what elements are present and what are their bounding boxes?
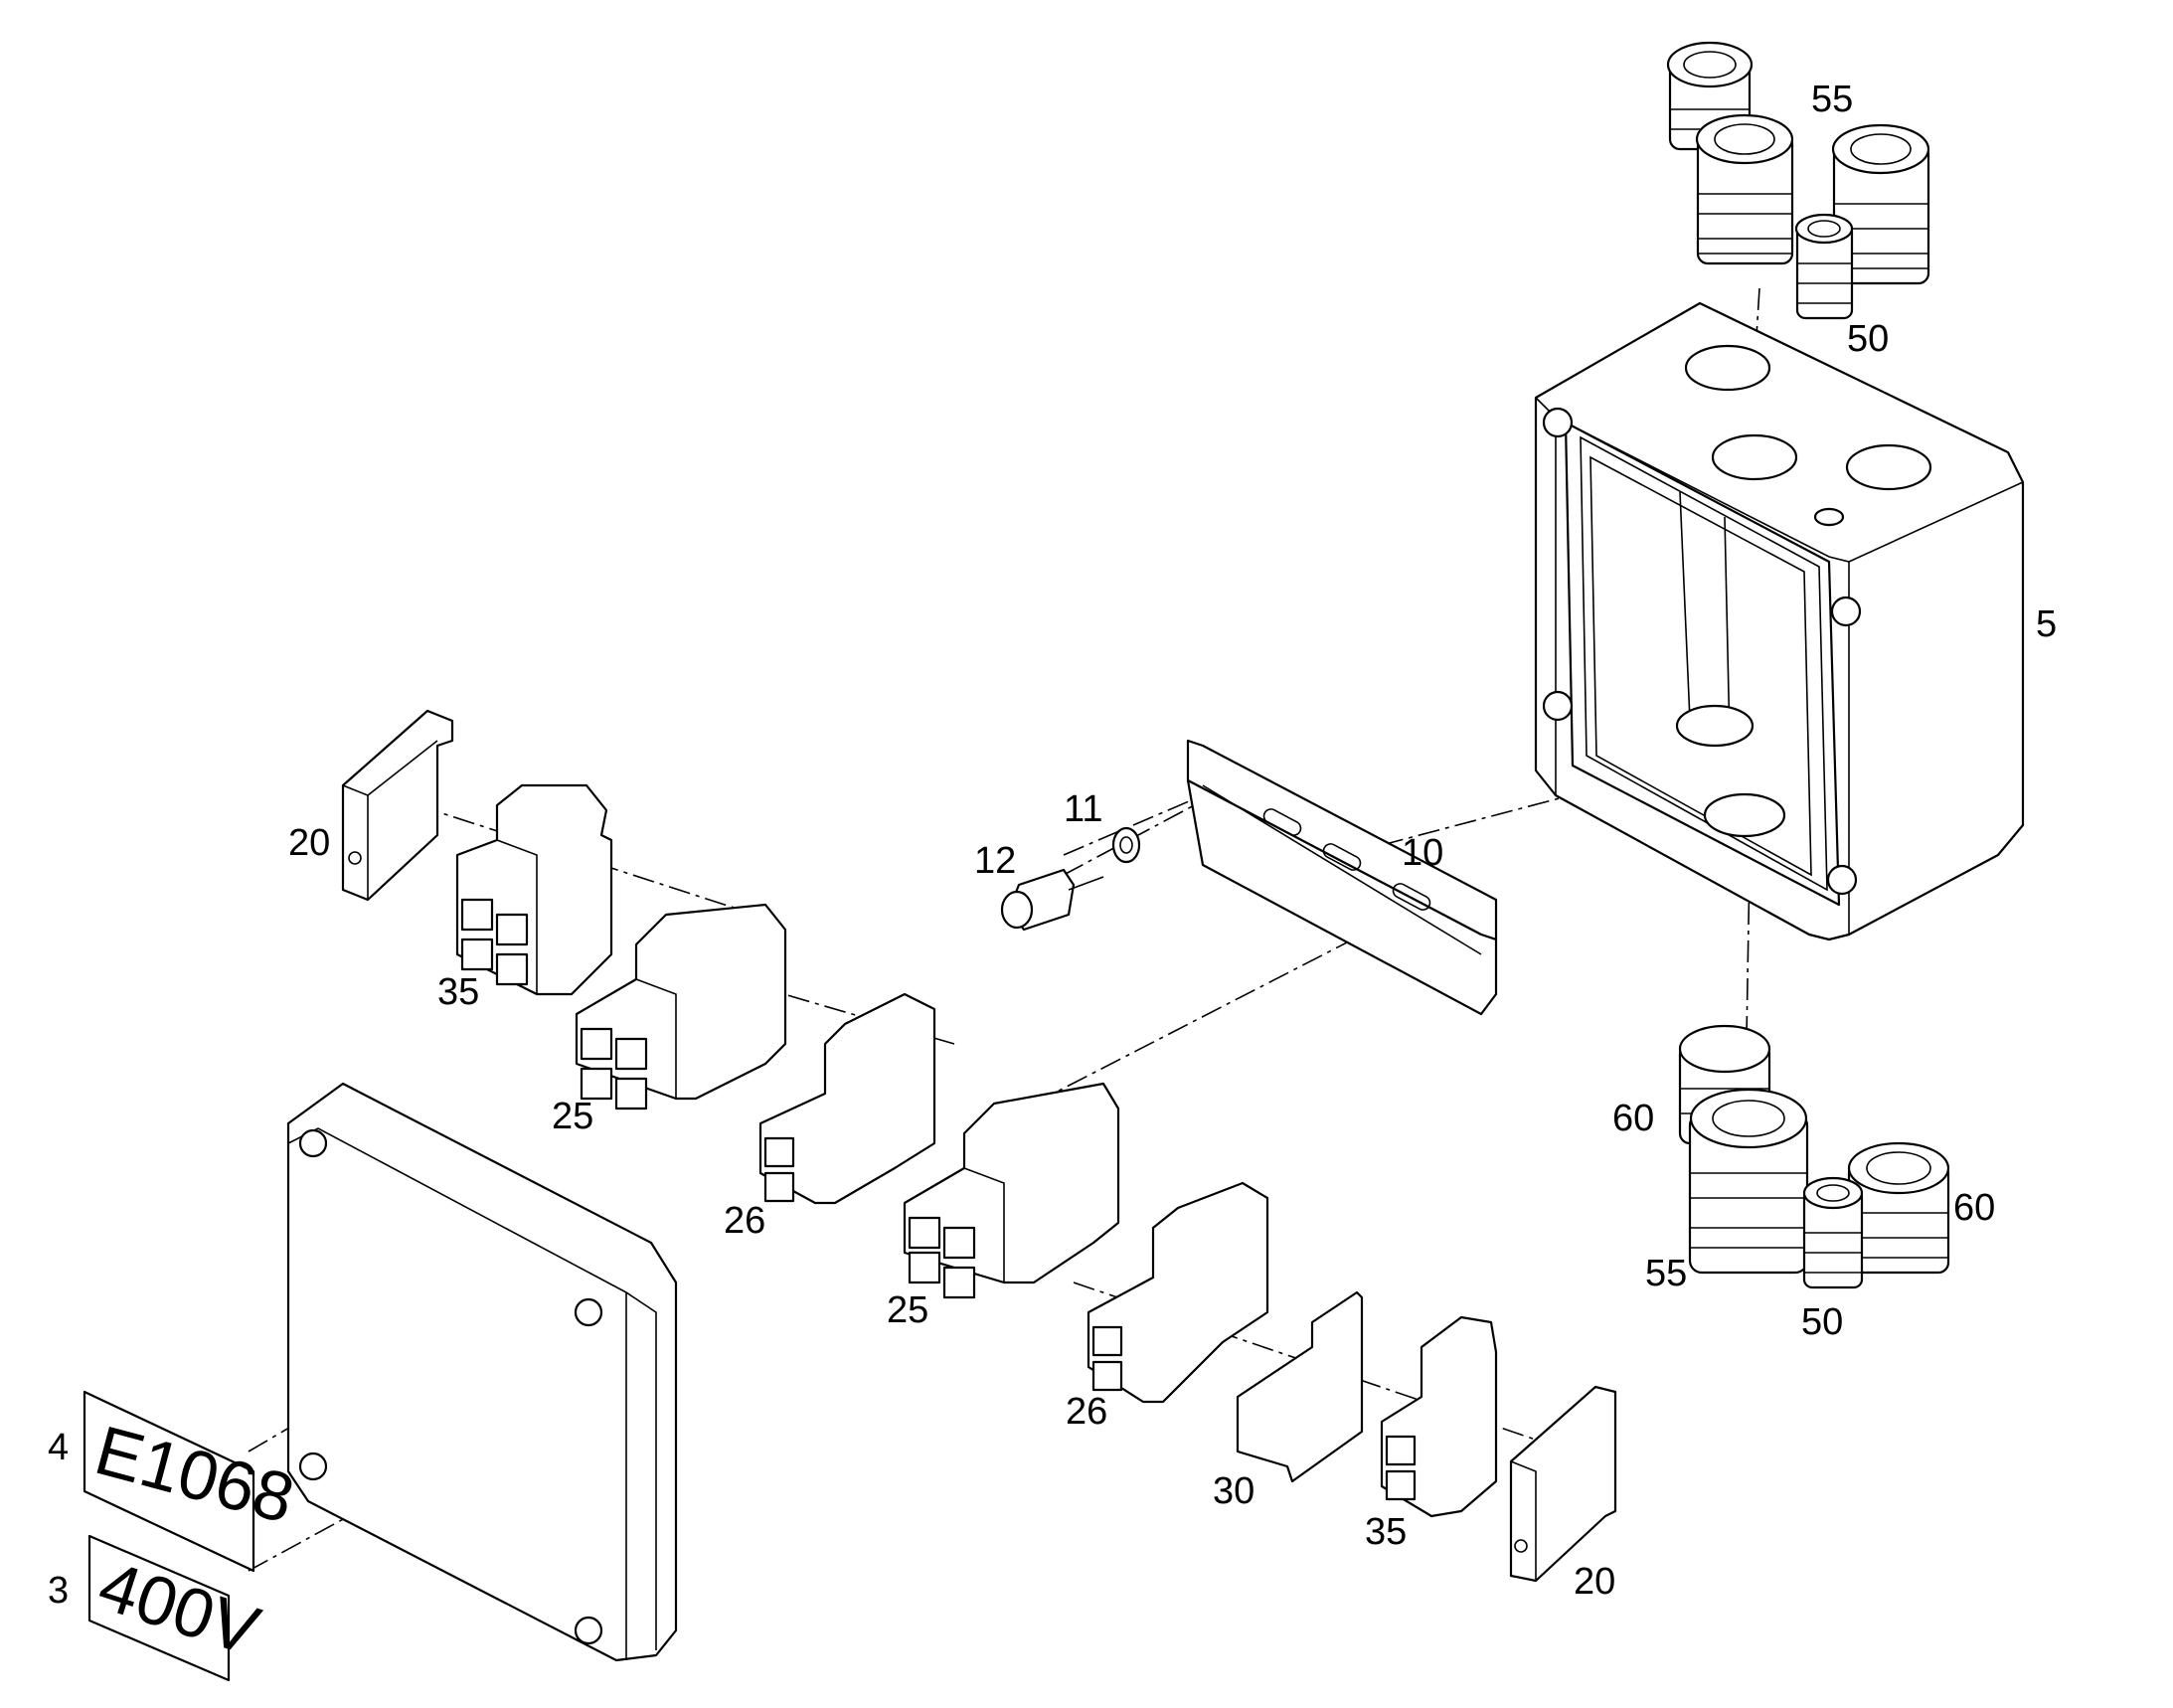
- callout-35-right: 35: [1365, 1511, 1407, 1553]
- terminal-26-lower: [1086, 1181, 1269, 1404]
- callout-50-top: 50: [1847, 318, 1889, 360]
- callout-55-top: 55: [1811, 79, 1853, 120]
- callout-35-left: 35: [437, 971, 479, 1013]
- callout-20-left: 20: [288, 822, 330, 864]
- callout-10: 10: [1402, 832, 1443, 874]
- callout-4: 4: [48, 1427, 69, 1468]
- end-bracket-20-right: [1509, 1385, 1617, 1583]
- callout-20-right: 20: [1574, 1561, 1615, 1603]
- callout-3: 3: [48, 1570, 69, 1612]
- cable-gland-50-bottom-small: [1802, 1176, 1864, 1289]
- cable-gland-55-top: [1695, 113, 1794, 265]
- callout-12: 12: [974, 840, 1016, 882]
- callout-60-left: 60: [1612, 1098, 1654, 1139]
- callout-50-bottom: 50: [1801, 1301, 1843, 1343]
- cable-gland-50-top-right: [1831, 123, 1930, 285]
- callout-5: 5: [2036, 603, 2057, 645]
- callout-26-upper: 26: [724, 1200, 765, 1242]
- callout-labels: 55 50 5 10 11 12 20 35 25 26 25 26 60 60…: [48, 79, 2057, 1612]
- cable-gland-50-top-small: [1794, 213, 1854, 320]
- cable-gland-60-bottom-right: [1847, 1141, 1950, 1275]
- callout-25-lower: 25: [887, 1289, 928, 1331]
- callout-30: 30: [1213, 1470, 1254, 1512]
- callout-60-right: 60: [1953, 1187, 1995, 1229]
- terminal-25-upper: [575, 903, 787, 1110]
- terminal-26-upper: [758, 992, 936, 1205]
- terminal-35-left: [455, 783, 613, 996]
- enclosure-lid: [286, 1082, 678, 1662]
- end-bracket-20-left: [341, 709, 454, 902]
- cable-gland-55-bottom: [1688, 1088, 1809, 1275]
- washer-11: [1111, 826, 1141, 864]
- din-rail-10: [1186, 739, 1498, 1016]
- callout-25-upper: 25: [552, 1096, 593, 1137]
- terminal-35-right: [1380, 1315, 1498, 1518]
- callout-26-lower: 26: [1066, 1391, 1107, 1433]
- enclosure-box-5: [1534, 301, 2025, 941]
- separator-plate-30: [1236, 1290, 1364, 1483]
- terminal-25-lower: [903, 1082, 1120, 1299]
- callout-55-bottom: 55: [1645, 1253, 1687, 1294]
- callout-11: 11: [1064, 788, 1102, 830]
- screw-12: [1000, 868, 1104, 932]
- label-plate-4: E1068: [83, 1390, 302, 1573]
